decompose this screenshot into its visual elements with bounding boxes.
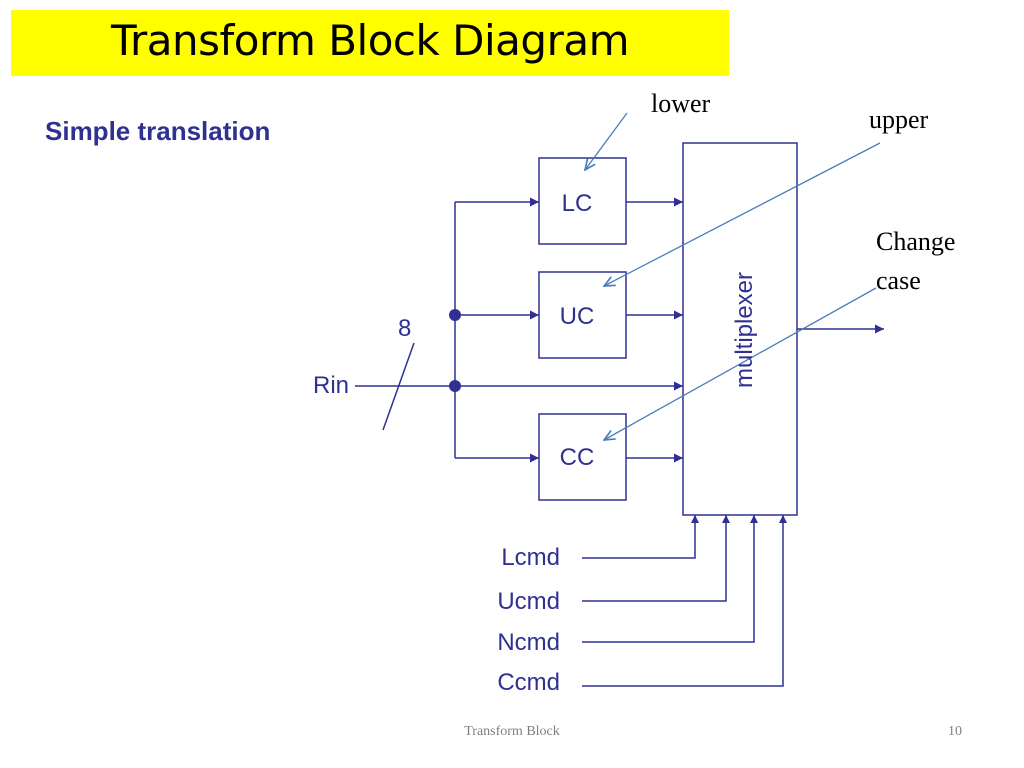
ucmd-label: Ucmd [497,588,560,615]
ncmd-line [582,515,758,643]
change-case-annotation-line2: case [876,266,921,295]
multiplexer-label: multiplexer [731,272,758,388]
cc-block [538,413,627,501]
page-number: 10 [948,724,962,739]
change-case-pointer [604,287,877,440]
cc-label: CC [560,444,595,471]
junction-dot-lower [449,380,461,392]
slide-subtitle: Simple translation [45,116,271,146]
lc-block [538,157,627,245]
slide-title: Transform Block Diagram [110,16,630,65]
upper-annotation: upper [869,105,929,134]
lc-label: LC [562,190,593,217]
uc-label: UC [560,303,595,330]
lcmd-line [582,515,699,559]
lower-annotation: lower [651,89,711,118]
change-case-annotation-line1: Change [876,227,955,256]
lower-pointer [585,112,628,170]
ccmd-line [582,515,787,687]
rin-label: Rin [313,372,349,399]
ucmd-line [582,515,730,602]
upper-pointer [604,142,881,286]
ccmd-label: Ccmd [497,669,560,696]
title-bar: Transform Block Diagram [11,10,729,76]
bus-width-label: 8 [398,315,411,342]
lcmd-label: Lcmd [501,544,560,571]
junction-dot-upper [449,309,461,321]
ncmd-label: Ncmd [497,629,560,656]
bus-width-slash [382,342,415,431]
footer-title: Transform Block [464,724,560,739]
